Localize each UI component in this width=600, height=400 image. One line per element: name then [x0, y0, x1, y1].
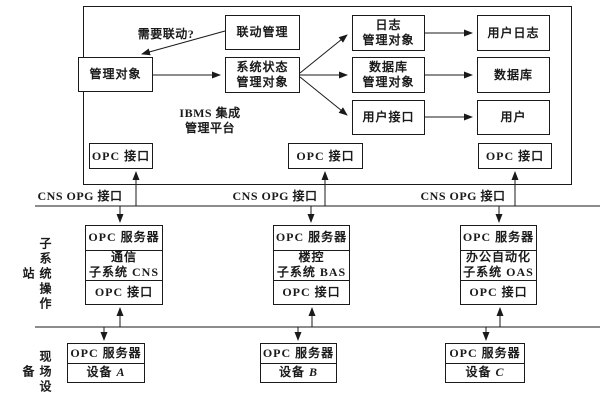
cell-label-line2: 子系统 CNS — [88, 265, 159, 280]
node-label-line1: 系统状态 — [236, 60, 289, 74]
node-label: 管理对象 — [89, 67, 142, 81]
arrow-linkage-to-managed — [141, 30, 226, 56]
cell-label: 设备 B — [278, 365, 319, 380]
question-label: 需要联动? — [137, 27, 195, 41]
device-a: OPC 服务器 设备 A — [67, 343, 145, 383]
cell-label: OPC 接口 — [469, 284, 528, 299]
subsystem-opc-interface: OPC 接口 — [86, 279, 162, 304]
cns-bus-label-left: CNS OPG 接口 — [37, 189, 123, 203]
node-database-managed-object: 数据库 管理对象 — [352, 57, 425, 93]
node-label-line2: 管理对象 — [362, 75, 415, 89]
node-label: 数据库 — [493, 67, 533, 82]
device-b: OPC 服务器 设备 B — [260, 343, 337, 383]
layer-label-subsystem-operation-station: 子系统操作站 — [21, 236, 52, 312]
subsystem-opc-interface: OPC 接口 — [461, 279, 536, 304]
subsystem-name: 楼控 子系统 BAS — [274, 249, 349, 280]
platform-title: IBMS 集成 管理平台 — [160, 106, 260, 136]
cell-label: OPC 服务器 — [462, 230, 535, 245]
cell-label: OPC 接口 — [282, 284, 341, 299]
platform-opc-interface-right: OPC 接口 — [478, 143, 552, 169]
cell-label-line1: 办公自动化 — [465, 250, 531, 265]
cell-label: OPC 接口 — [94, 284, 154, 299]
subsystem-name: 办公自动化 子系统 OAS — [461, 249, 536, 280]
node-log-managed-object: 日志 管理对象 — [352, 15, 425, 51]
cell-label: 设备 C — [465, 365, 505, 380]
platform-frame — [83, 6, 572, 185]
cell-label: OPC 服务器 — [262, 345, 335, 360]
node-label: OPC 接口 — [485, 148, 545, 163]
device-opc-server: OPC 服务器 — [446, 344, 524, 363]
device-opc-server: OPC 服务器 — [261, 344, 336, 363]
platform-opc-interface-middle: OPC 接口 — [288, 143, 363, 169]
device-name: 设备 C — [446, 362, 524, 382]
node-user-log: 用户日志 — [477, 15, 550, 51]
device-c: OPC 服务器 设备 C — [445, 343, 525, 383]
node-managed-object: 管理对象 — [78, 57, 153, 92]
cell-label-line2: 子系统 OAS — [463, 265, 534, 280]
subsystem-bas: OPC 服务器 楼控 子系统 BAS OPC 接口 — [273, 225, 350, 305]
node-user-interface: 用户接口 — [352, 100, 425, 135]
cell-label: OPC 服务器 — [88, 230, 160, 245]
arrow-status-to-log — [299, 34, 348, 74]
cell-label: OPC 服务器 — [70, 345, 142, 360]
subsystem-opc-interface: OPC 接口 — [274, 279, 349, 304]
arrow-status-to-userif — [299, 76, 348, 116]
node-label-line1: 数据库 — [368, 60, 408, 74]
cell-label-line2: 子系统 BAS — [276, 265, 347, 280]
platform-title-line2: 管理平台 — [184, 121, 235, 135]
subsystem-opc-server: OPC 服务器 — [461, 226, 536, 250]
cell-label-line1: 通信 — [110, 250, 137, 265]
platform-opc-interface-left: OPC 接口 — [89, 143, 153, 169]
cell-label: OPC 服务器 — [275, 230, 348, 245]
subsystem-oas: OPC 服务器 办公自动化 子系统 OAS OPC 接口 — [460, 225, 537, 305]
node-label: OPC 接口 — [91, 148, 151, 163]
cell-label: OPC 服务器 — [449, 345, 521, 360]
device-name: 设备 A — [68, 362, 144, 382]
cns-bus-label-middle: CNS OPG 接口 — [232, 189, 318, 203]
node-label: 用户日志 — [487, 25, 540, 40]
cns-bus-label-right: CNS OPG 接口 — [420, 189, 506, 203]
subsystem-opc-server: OPC 服务器 — [274, 226, 349, 250]
node-label: 用户接口 — [362, 110, 415, 124]
cell-label-line1: 楼控 — [298, 250, 325, 265]
node-label: OPC 接口 — [296, 148, 355, 163]
node-system-status-managed-object: 系统状态 管理对象 — [225, 57, 300, 93]
node-label: 用户 — [500, 110, 527, 124]
cell-label: 设备 A — [86, 365, 126, 380]
platform-title-line1: IBMS 集成 — [179, 106, 241, 120]
subsystem-cns: OPC 服务器 通信 子系统 CNS OPC 接口 — [85, 225, 163, 305]
node-label-line2: 管理对象 — [236, 75, 289, 89]
device-name: 设备 B — [261, 362, 336, 382]
node-label: 联动管理 — [236, 25, 289, 39]
node-label-line2: 管理对象 — [362, 33, 415, 47]
device-opc-server: OPC 服务器 — [68, 344, 144, 363]
node-user: 用户 — [477, 100, 550, 135]
node-database: 数据库 — [477, 57, 550, 93]
layer-label-field-devices: 现场设备 — [21, 349, 52, 395]
node-linkage-management: 联动管理 — [225, 15, 300, 50]
subsystem-opc-server: OPC 服务器 — [86, 226, 162, 250]
node-label-line1: 日志 — [375, 18, 402, 32]
subsystem-name: 通信 子系统 CNS — [86, 249, 162, 280]
